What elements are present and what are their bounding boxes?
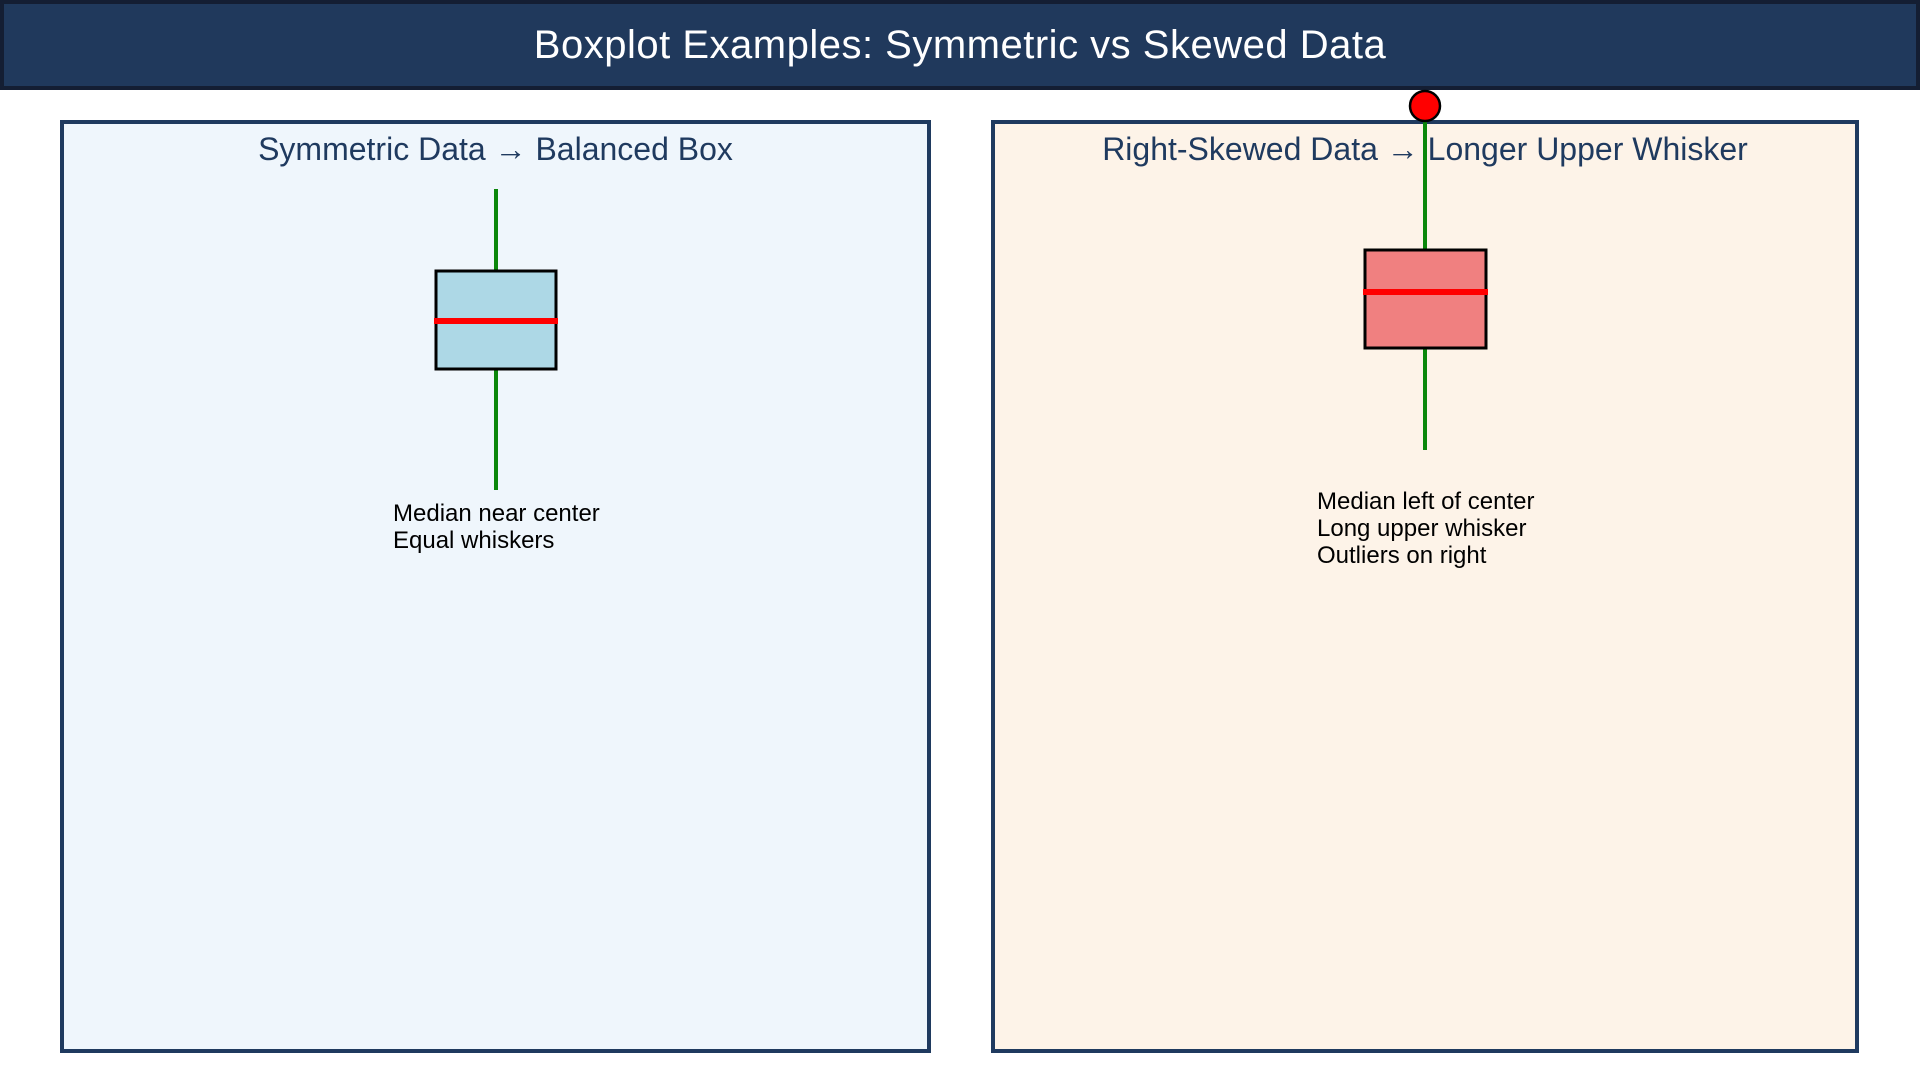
panel-symmetric-title: Symmetric Data → Balanced Box — [258, 131, 733, 167]
panel-symmetric-annotation: Median near center Equal whiskers — [393, 500, 600, 554]
panel-right-skewed-title: Right-Skewed Data → Longer Upper Whisker — [1102, 131, 1748, 167]
page-title: Boxplot Examples: Symmetric vs Skewed Da… — [533, 22, 1387, 67]
annotation-line: Long upper whisker — [1317, 515, 1527, 542]
header-bar: Boxplot Examples: Symmetric vs Skewed Da… — [0, 0, 1920, 90]
annotation-line: Equal whiskers — [393, 527, 555, 554]
annotation-line: Median left of center — [1317, 488, 1535, 515]
annotation-line: Outliers on right — [1317, 542, 1487, 569]
right-skewed-outlier-point — [1408, 89, 1442, 123]
panel-right-skewed-annotation: Median left of center Long upper whisker… — [1317, 488, 1534, 569]
panel-symmetric: Symmetric Data → Balanced Box Median nea… — [60, 120, 931, 1053]
panel-right-skewed: Right-Skewed Data → Longer Upper Whisker… — [991, 120, 1859, 1053]
annotation-line: Median near center — [393, 500, 600, 527]
